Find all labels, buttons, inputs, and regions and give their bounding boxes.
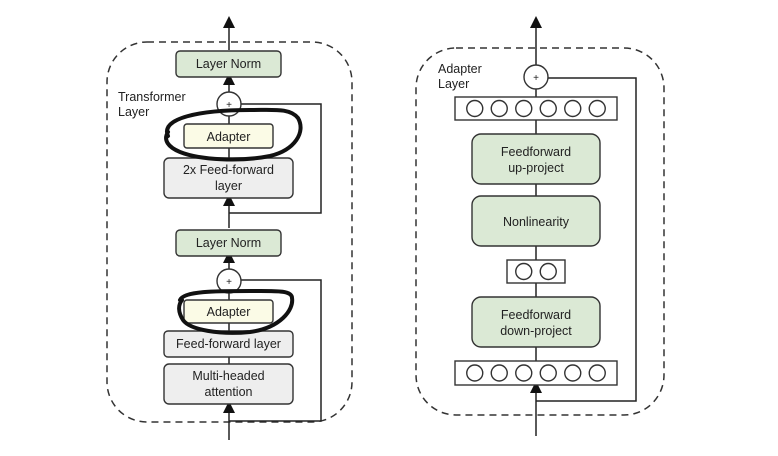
neuron: [466, 364, 484, 382]
adapter-bottom-annotation-circle: [177, 288, 295, 335]
up-project-label-line1: Feedforward: [501, 145, 571, 159]
neuron: [588, 364, 606, 382]
adapter-top: [183, 123, 274, 149]
layer-norm-top: [175, 50, 282, 78]
neuron: [564, 99, 582, 118]
neuron: [515, 262, 533, 281]
adapter-layer-title-line1: Adapter: [438, 62, 482, 76]
feedforward-up-project: [471, 133, 601, 185]
neuron: [539, 262, 557, 281]
residual-connection-bottom: [229, 279, 322, 422]
feed-forward-2x-label-line1: 2x Feed-forward: [183, 163, 274, 177]
down-project-label-line1: Feedforward: [501, 308, 571, 322]
adapter-bottom: [183, 299, 274, 324]
adapter-top-annotation-circle: [164, 107, 303, 162]
layer-norm-top-label: Layer Norm: [196, 57, 261, 71]
neuron: [539, 364, 557, 382]
feedforward-down-project: [471, 296, 601, 348]
transformer-layer-title-line2: Layer: [118, 105, 149, 119]
neuron: [588, 99, 606, 118]
adapter-bottom-label: Adapter: [207, 305, 251, 319]
input-neurons: [466, 364, 606, 382]
neuron: [466, 99, 484, 118]
attention-label-line1: Multi-headed: [192, 369, 264, 383]
sum-symbol-bottom: +: [226, 277, 232, 288]
bottleneck-neurons: [515, 262, 557, 281]
neuron: [490, 364, 508, 382]
neuron: [539, 99, 557, 118]
layer-norm-bottom: [175, 229, 282, 257]
nonlinearity: [471, 195, 601, 247]
neuron: [515, 364, 533, 382]
adapter-skip-connection: [536, 77, 637, 402]
up-project-label-line2: up-project: [508, 161, 564, 175]
multi-headed-attention: [163, 363, 294, 405]
neuron: [564, 364, 582, 382]
transformer-layer: Transformer Layer Layer Norm + Adapter 2…: [106, 16, 353, 440]
adapter-top-label: Adapter: [207, 130, 251, 144]
feed-forward-2x-label-line2: layer: [215, 179, 242, 193]
feed-forward-layer-label: Feed-forward layer: [176, 337, 281, 351]
output-neurons: [466, 99, 606, 118]
transformer-layer-title-line1: Transformer: [118, 90, 186, 104]
sum-symbol-top: +: [226, 100, 232, 111]
down-project-label-line2: down-project: [500, 324, 572, 338]
adapter-layer-title-line2: Layer: [438, 77, 469, 91]
layer-norm-bottom-label: Layer Norm: [196, 236, 261, 250]
neuron: [490, 99, 508, 118]
residual-connection-top: [229, 103, 322, 214]
adapter-sum-node: [523, 64, 549, 90]
nonlinearity-label: Nonlinearity: [503, 215, 570, 229]
adapter-layer: Adapter Layer + Feedforward up-project N…: [415, 16, 665, 436]
adapter-layer-boundary: [415, 47, 665, 416]
adapter-sum-symbol: +: [533, 73, 539, 84]
neuron: [515, 99, 533, 118]
attention-label-line2: attention: [205, 385, 253, 399]
